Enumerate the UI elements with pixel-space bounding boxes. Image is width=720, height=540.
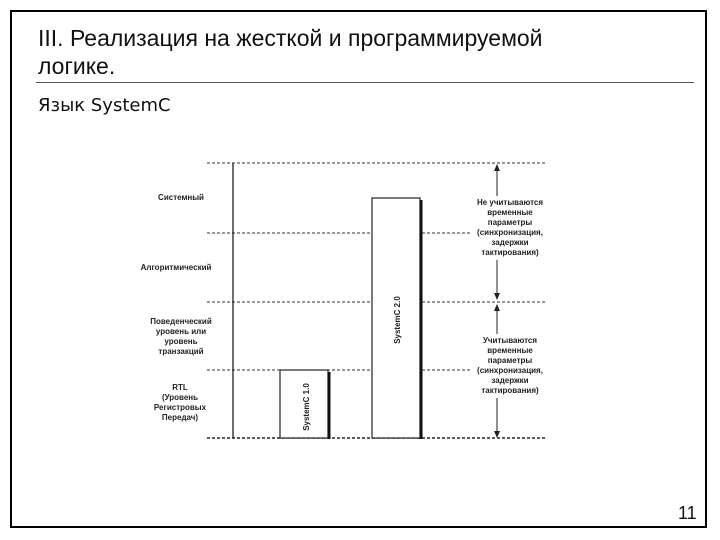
level-label-line: транзакций <box>158 347 203 356</box>
timing-note-line: Не учитываются <box>477 198 543 207</box>
note-background <box>472 196 548 260</box>
bar-rect <box>371 197 421 439</box>
slide-subtitle: Язык SystemC <box>38 95 171 116</box>
level-label-line: Алгоритмический <box>141 263 212 272</box>
bar-rect <box>279 369 329 439</box>
level-label-line: (Уровень <box>162 393 198 402</box>
timing-note-line: тактирования) <box>481 386 539 395</box>
timing-note-line: временные <box>487 346 533 355</box>
bar-label: SystemC 1.0 <box>302 383 311 431</box>
bar-systemc-1-0: SystemC 1.0 <box>279 369 331 439</box>
level-label-line: Передач) <box>162 413 199 422</box>
timing-note-line: задержки <box>491 238 528 247</box>
bar-label: SystemC 2.0 <box>393 296 402 344</box>
slide-frame <box>10 10 707 528</box>
level-label: Системный <box>158 193 204 202</box>
timing-note-line: параметры <box>488 218 533 227</box>
level-label: Алгоритмический <box>141 263 212 272</box>
level-label-line: Регистровых <box>154 403 207 412</box>
note-background <box>472 334 548 398</box>
timing-note-line: Учитываются <box>483 336 537 345</box>
title-divider <box>36 82 694 83</box>
level-label-line: уровень <box>164 337 197 346</box>
arrow-head-down <box>494 293 500 300</box>
level-label-line: Поведенческий <box>150 317 212 326</box>
bar-systemc-2-0: SystemC 2.0 <box>371 197 423 439</box>
timing-note-line: временные <box>487 208 533 217</box>
timing-note-line: задержки <box>491 376 528 385</box>
level-label-line: RTL <box>172 383 188 392</box>
timing-note-line: параметры <box>488 356 533 365</box>
slide-title: III. Реализация на жесткой и программиру… <box>38 25 543 79</box>
arrow-head-up <box>494 304 500 311</box>
page-number: 11 <box>678 503 697 523</box>
timing-note-line: тактирования) <box>481 248 539 257</box>
arrow-head-down <box>494 431 500 438</box>
timing-note-line: (синхронизация, <box>477 228 543 237</box>
timing-note-line: (синхронизация, <box>477 366 543 375</box>
level-label-line: уровень или <box>156 327 206 336</box>
arrow-head-up <box>494 164 500 171</box>
level-label-line: Системный <box>158 193 204 202</box>
